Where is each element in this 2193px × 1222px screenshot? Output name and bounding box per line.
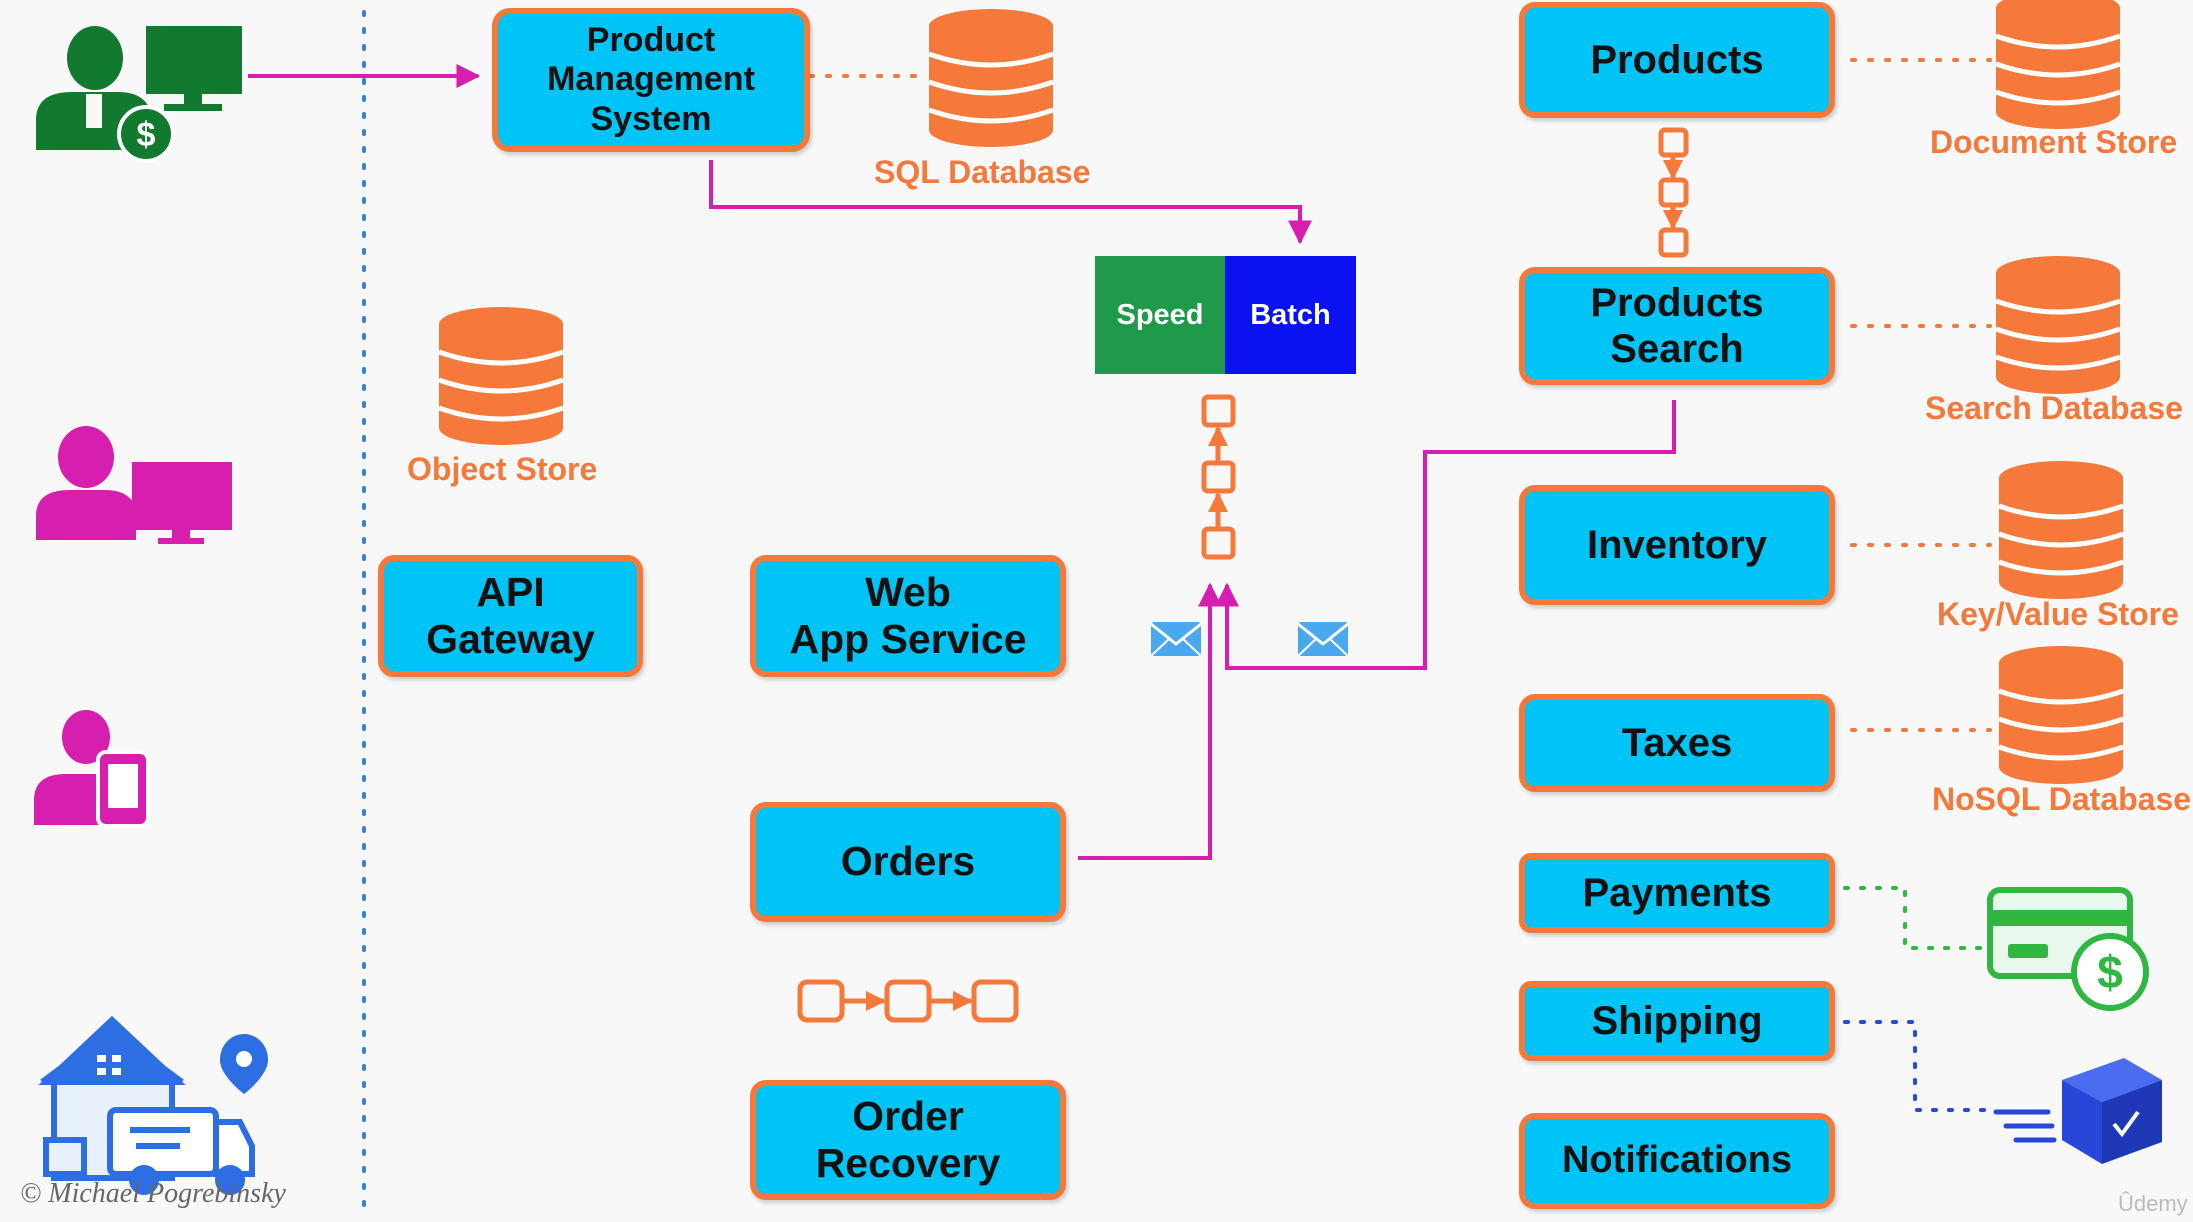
orders-queue-icon (797, 979, 1019, 1023)
inventory-label: Inventory (1586, 523, 1768, 567)
shipping-label: Shipping (1591, 999, 1763, 1043)
inventory-box: Inventory (1519, 485, 1835, 605)
object-store-icon (438, 307, 564, 445)
taxes-box: Taxes (1519, 694, 1835, 792)
api-gateway-label: API Gateway (426, 568, 595, 662)
taxes-label: Taxes (1621, 721, 1733, 765)
search-to-stream-arrow (1215, 400, 1676, 670)
object-store-label: Object Store (407, 451, 598, 487)
key-value-store-icon (1998, 461, 2124, 599)
order-recovery-box: Order Recovery (750, 1080, 1066, 1200)
stream-processor: Speed Batch (1095, 256, 1356, 374)
notifications-box: Notifications (1519, 1113, 1835, 1209)
sql-database-label: SQL Database (874, 154, 1091, 190)
sql-database-icon (928, 9, 1054, 147)
nosql-database-icon (1998, 646, 2124, 784)
search-database-label: Search Database (1925, 390, 2183, 426)
product-management-system-label: Product Management System (547, 21, 755, 138)
products-queue-icon (1658, 127, 1689, 258)
orders-box: Orders (750, 802, 1066, 922)
payments-link (1843, 886, 1987, 950)
product-management-system-box: Product Management System (492, 8, 810, 152)
author-credit: © Michael Pogrebinsky (20, 1178, 286, 1209)
stream-queue-icon (1201, 394, 1236, 560)
envelope-icon (1150, 622, 1202, 657)
products-search-box: Products Search (1519, 267, 1835, 385)
nosql-database-label: NoSQL Database (1932, 781, 2192, 817)
web-app-service-label: Web App Service (789, 568, 1027, 662)
document-store-label: Document Store (1930, 124, 2178, 160)
udemy-watermark: Ûdemy (2118, 1191, 2188, 1216)
key-value-store-label: Key/Value Store (1937, 596, 2179, 632)
order-recovery-label: Order Recovery (815, 1092, 1001, 1186)
svg-text:$: $ (137, 116, 156, 154)
web-user-icon (36, 426, 232, 544)
mobile-user-icon (34, 710, 150, 828)
products-label: Products (1590, 38, 1764, 82)
orders-label: Orders (840, 838, 976, 885)
admin-user-icon: $ (36, 26, 242, 163)
envelope-icon (1297, 622, 1349, 657)
pms-to-batch-arrow (709, 160, 1312, 245)
shipping-box-icon (1993, 1058, 2162, 1164)
flow-arrows (248, 64, 1676, 860)
batch-layer: Batch (1225, 256, 1356, 374)
search-database-icon (1995, 256, 2121, 394)
products-box: Products (1519, 2, 1835, 118)
db-links (808, 58, 1992, 732)
shipping-link (1843, 1020, 1992, 1112)
products-search-label: Products Search (1590, 281, 1764, 371)
svg-text:$: $ (2097, 946, 2123, 998)
warehouse-delivery-icon (38, 1015, 268, 1195)
orders-to-stream-arrow (1078, 582, 1222, 860)
speed-layer: Speed (1095, 256, 1225, 374)
api-gateway-box: API Gateway (378, 555, 643, 677)
web-app-service-box: Web App Service (750, 555, 1066, 677)
shipping-box: Shipping (1519, 981, 1835, 1061)
document-store-icon (1995, 0, 2121, 129)
notifications-label: Notifications (1561, 1139, 1793, 1182)
payment-card-icon: $ (1987, 887, 2149, 1011)
payments-box: Payments (1519, 853, 1835, 933)
payments-label: Payments (1582, 871, 1772, 915)
